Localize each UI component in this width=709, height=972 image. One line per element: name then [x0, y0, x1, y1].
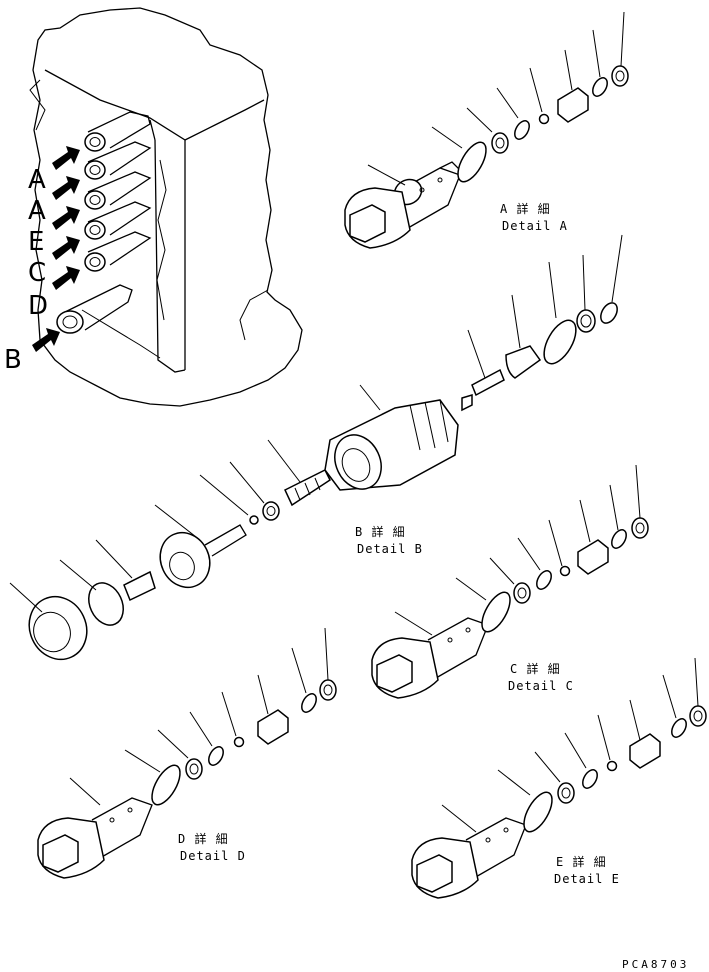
arrow-icon	[52, 146, 80, 170]
arrow-icon	[52, 266, 80, 290]
detail-e-label-jp: E 詳 細	[556, 854, 607, 869]
valve-letter: A	[28, 196, 46, 226]
valve-letter: B	[4, 345, 22, 375]
detail-e-label-en: Detail E	[554, 872, 620, 886]
detail-c-label-jp: C 詳 細	[510, 661, 561, 676]
detail-d-assembly	[37, 627, 337, 879]
block-spool-6-large	[56, 284, 133, 334]
detail-c-assembly	[371, 464, 649, 699]
arrow-icon	[52, 176, 80, 200]
block-spool-1	[84, 111, 151, 152]
detail-e-assembly	[411, 657, 707, 899]
valve-letter: E	[28, 227, 44, 257]
drawing-code: PCA8703	[622, 958, 689, 971]
block-spool-4	[84, 201, 152, 240]
detail-a-assembly	[344, 11, 629, 249]
block-spool-2	[84, 141, 152, 180]
arrow-icon	[32, 328, 60, 352]
valve-letter: A	[28, 165, 46, 195]
block-spool-5	[84, 231, 152, 272]
detail-a-label-jp: A 詳 細	[500, 201, 551, 216]
valve-letter: C	[28, 258, 46, 288]
valve-block-housing	[29, 7, 303, 407]
detail-b-assembly	[9, 234, 623, 661]
arrow-icon	[52, 236, 80, 260]
detail-d-label-en: Detail D	[180, 849, 246, 863]
arrow-icon	[52, 206, 80, 230]
detail-b-label-jp: B 詳 細	[355, 524, 406, 539]
detail-a-label-en: Detail A	[502, 219, 568, 233]
detail-c-label-en: Detail C	[508, 679, 574, 693]
detail-b-label-en: Detail B	[357, 542, 423, 556]
valve-letter: D	[28, 291, 48, 321]
block-spool-3	[84, 171, 152, 210]
detail-d-label-jp: D 詳 細	[178, 831, 229, 846]
